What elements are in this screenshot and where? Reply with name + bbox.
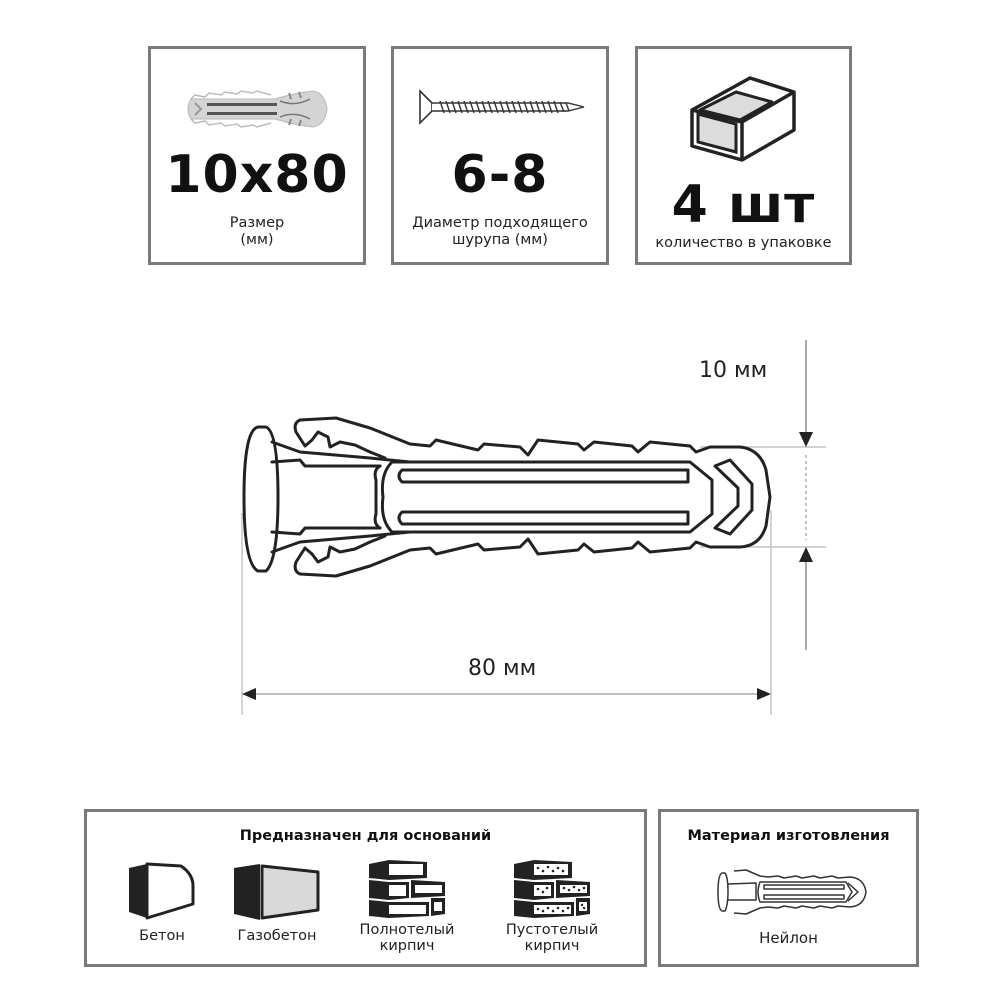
screw-diameter-value: 6-8 <box>451 145 549 205</box>
base-item-solid-brick: Полнотелый кирпич <box>352 860 462 954</box>
quantity-value: 4 шт <box>671 175 816 235</box>
hollow-brick-icon <box>514 860 590 918</box>
base-item-concrete: Бетон <box>117 862 207 944</box>
material-value: Нейлон <box>759 929 818 947</box>
quantity-label: количество в упаковке <box>655 235 832 251</box>
size-value: 10x80 <box>165 145 349 205</box>
bases-panel-title: Предназначен для оснований <box>239 828 492 844</box>
size-label: Размер (мм) <box>229 215 285 248</box>
spec-card-quantity: 4 шт количество в упаковке <box>635 46 852 265</box>
bases-panel: Предназначен для оснований Бетон Газобет… <box>84 809 647 967</box>
base-item-aerated-concrete: Газобетон <box>227 862 327 944</box>
nylon-dowel-icon <box>717 869 867 915</box>
screw-icon <box>419 89 585 125</box>
dowel-photo-icon <box>187 90 328 128</box>
material-panel: Материал изготовления Нейлон <box>658 809 919 967</box>
diameter-dimension-label: 10 мм <box>699 358 768 383</box>
base-item-hollow-brick: Пустотелый кирпич <box>497 860 607 954</box>
length-dimension-label: 80 мм <box>468 656 537 681</box>
screw-diameter-label: Диаметр подходящего шурупа (мм) <box>412 215 588 248</box>
solid-brick-icon <box>369 860 445 918</box>
material-panel-title: Материал изготовления <box>687 828 890 844</box>
aerated-concrete-block-icon <box>234 864 320 920</box>
package-box-icon <box>690 76 796 162</box>
concrete-block-icon <box>129 862 195 920</box>
spec-card-size: 10x80 Размер (мм) <box>148 46 366 265</box>
spec-card-screw-diameter: 6-8 Диаметр подходящего шурупа (мм) <box>391 46 609 265</box>
